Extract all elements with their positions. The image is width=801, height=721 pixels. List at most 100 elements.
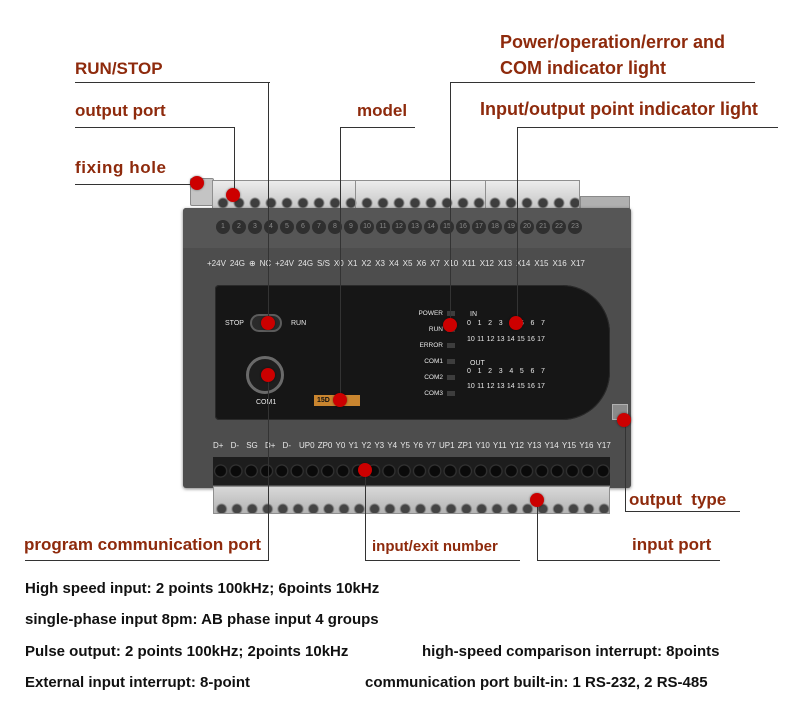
front-panel	[215, 285, 610, 420]
terminal-number: 9	[344, 220, 358, 234]
leader-line	[268, 375, 269, 560]
output-point-number: 12	[486, 383, 495, 390]
terminal-number: 8	[328, 220, 342, 234]
leader-line	[268, 82, 269, 323]
terminal-label: Y14	[544, 441, 559, 450]
callout-run-stop: RUN/STOP	[75, 59, 163, 78]
leader-line	[450, 82, 755, 83]
leader-line	[340, 127, 415, 128]
terminal-label: ZP0	[317, 441, 333, 450]
callout-com-indicator: COM indicator light	[500, 58, 666, 78]
input-point-number: 0	[467, 320, 471, 327]
terminal-label: X4	[388, 259, 399, 268]
input-point-number: 2	[488, 320, 493, 327]
marker-dot	[226, 188, 240, 202]
terminal-label: Y5	[400, 441, 410, 450]
terminal-number: 23	[568, 220, 582, 234]
leader-line	[25, 560, 269, 561]
status-led	[447, 375, 455, 380]
terminal-label: ⊕	[248, 259, 256, 268]
output-point-number: 0	[467, 368, 471, 375]
spec-comm-ports: communication port built-in: 1 RS-232, 2…	[365, 674, 708, 691]
input-point-number: 15	[516, 336, 525, 343]
leader-line	[75, 127, 235, 128]
leader-line	[537, 500, 538, 560]
terminal-label: Y7	[426, 441, 436, 450]
terminal-label: 24G	[297, 259, 314, 268]
com-port-label: COM1	[256, 399, 277, 406]
input-point-number: 6	[530, 320, 535, 327]
input-point-number: 12	[486, 336, 495, 343]
status-led-label: COM3	[424, 390, 443, 397]
input-point-number: 17	[537, 336, 545, 343]
output-point-number: 13	[496, 383, 505, 390]
terminal-label: NC	[259, 259, 272, 268]
marker-dot	[530, 493, 544, 507]
terminal-number: 4	[264, 220, 278, 234]
terminal-label: +24V	[275, 259, 295, 268]
top-terminal-strip	[212, 180, 580, 212]
output-point-number: 16	[527, 383, 535, 390]
input-point-number: 13	[496, 336, 505, 343]
output-point-number: 14	[506, 383, 515, 390]
callout-model: model	[357, 101, 408, 120]
status-led	[447, 391, 455, 396]
terminal-number: 11	[376, 220, 390, 234]
terminal-label: Y1	[348, 441, 359, 450]
terminal-number: 19	[504, 220, 518, 234]
output-point-number: 3	[498, 368, 503, 375]
terminal-number: 12	[392, 220, 406, 234]
terminal-label: X7	[430, 259, 440, 268]
output-point-number: 4	[509, 368, 514, 375]
terminal-label: X17	[570, 259, 585, 268]
marker-dot	[333, 393, 347, 407]
terminal-label: Y16	[579, 441, 594, 450]
callout-program-port: program communication port	[24, 535, 262, 554]
leader-line	[625, 420, 626, 511]
output-point-number: 11	[477, 383, 485, 390]
leader-line	[517, 127, 518, 323]
terminal-label: UP0	[299, 441, 315, 450]
leader-line	[537, 560, 720, 561]
leader-line	[517, 127, 778, 128]
status-led-label: COM2	[424, 374, 443, 381]
status-led-label: ERROR	[419, 342, 443, 349]
terminal-divider	[355, 181, 356, 211]
terminal-number: 18	[488, 220, 502, 234]
leader-line	[365, 560, 520, 561]
input-point-number: 3	[498, 320, 503, 327]
terminal-number: 6	[296, 220, 310, 234]
terminal-label: X6	[416, 259, 427, 268]
terminal-label: ZP1	[457, 441, 473, 450]
terminal-number: 15	[440, 220, 454, 234]
marker-dot	[509, 316, 523, 330]
terminal-label: Y13	[527, 441, 542, 450]
terminal-label: +24V	[207, 259, 226, 268]
status-led	[447, 359, 455, 364]
terminal-label: Y11	[492, 441, 507, 450]
terminal-number: 13	[408, 220, 422, 234]
spec-high-speed-input: High speed input: 2 points 100kHz; 6poin…	[25, 580, 380, 597]
terminal-label: X12	[479, 259, 494, 268]
terminal-number: 5	[280, 220, 294, 234]
leader-line	[75, 82, 270, 83]
leader-line	[75, 184, 197, 185]
terminal-label: X10	[443, 259, 459, 268]
input-point-number: 14	[506, 336, 515, 343]
output-point-number: 5	[519, 368, 524, 375]
input-point-number: 16	[527, 336, 535, 343]
terminal-label: Y3	[374, 441, 385, 450]
out-label: OUT	[470, 360, 485, 367]
terminal-label: SG	[246, 441, 258, 450]
spec-single-phase: single-phase input 8pm: AB phase input 4…	[25, 611, 379, 628]
in-label: IN	[470, 311, 477, 318]
callout-io-number: input/exit number	[372, 538, 498, 555]
input-point-number: 10	[467, 336, 475, 343]
marker-dot	[443, 318, 457, 332]
marker-dot	[358, 463, 372, 477]
status-led-label: RUN	[428, 326, 443, 333]
